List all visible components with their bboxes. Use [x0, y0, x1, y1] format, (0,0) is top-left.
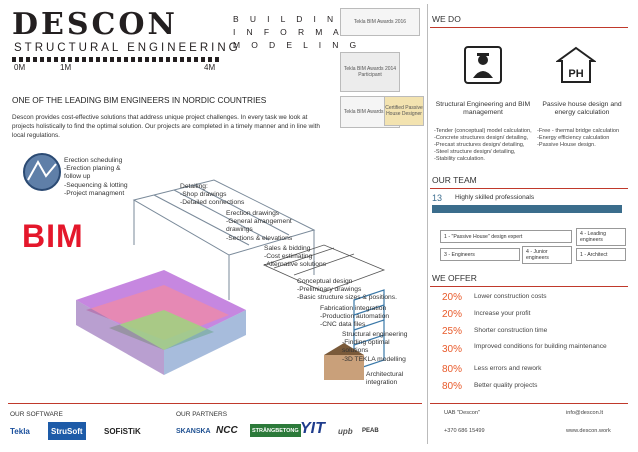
phase-structural-engineering: Structural engineering -Finding optimal …	[342, 331, 408, 363]
company-tagline: STRUCTURAL ENGINEERING	[14, 42, 241, 54]
offer-heading: WE OFFER	[430, 273, 628, 287]
scale-bar	[12, 57, 222, 62]
offer-text: Improved conditions for building mainten…	[474, 343, 607, 350]
offer-pct: 30%	[442, 344, 463, 355]
award-badge: Certified Passive House Designer	[384, 96, 424, 126]
partner-logo-peab: PEAB	[362, 428, 379, 434]
engineer-icon	[464, 46, 502, 84]
team-count: 13	[432, 193, 443, 203]
team-label: Highly skilled professionals	[455, 194, 535, 201]
team-bar	[432, 205, 622, 213]
team-member-box: 4 - Leading engineers	[576, 228, 626, 246]
team-member-label: 3 - Engineers	[444, 251, 475, 258]
service-structural-list: -Tender (conceptual) model calculation, …	[434, 128, 532, 162]
contact-web[interactable]: www.descon.work	[566, 428, 611, 434]
partners-heading: OUR PARTNERS	[176, 411, 228, 418]
software-heading: OUR SOFTWARE	[10, 411, 63, 418]
offer-pct: 80%	[442, 381, 463, 392]
team-member-label: 1 - "Passive House" design expert	[444, 233, 523, 240]
team-member-box: 1 - Architect	[576, 248, 626, 261]
offer-pct: 25%	[442, 326, 463, 337]
offer-text: Shorter construction time	[474, 327, 548, 334]
offer-text: Lower construction costs	[474, 293, 547, 300]
bim-word-modeling: M O D E L I N G	[233, 40, 361, 50]
contact-email[interactable]: info@descon.lt	[566, 410, 604, 416]
phase-architectural: Architectural integration	[366, 371, 404, 387]
award-label: Certified Passive House Designer	[385, 105, 423, 117]
we-do-heading: WE DO	[430, 14, 628, 28]
contact-divider	[430, 403, 628, 404]
contact-phone[interactable]: +370 686 15499	[444, 428, 485, 434]
award-label: Tekla BIM Awards 2016	[353, 19, 407, 25]
service-structural-title: Structural Engineering and BIM managemen…	[435, 101, 531, 116]
phase-detailing: Detailing: -Shop drawings -Detailed conn…	[180, 183, 245, 207]
footer-divider	[8, 403, 422, 404]
scale-label-0: 0M	[14, 63, 26, 72]
partner-logo-yit: YIT	[300, 420, 325, 437]
bim-word-information: I N F O R M A T I O N	[233, 27, 408, 37]
team-member-label: 4 - Junior engineers	[526, 249, 549, 261]
software-logo-sofistik: SOFiSTiK	[104, 426, 141, 436]
scale-label-1: 1M	[60, 63, 72, 72]
phase-erection-scheduling: Erection scheduling -Erection planing & …	[64, 157, 128, 197]
offer-pct: 20%	[442, 309, 463, 320]
software-logo-strusoft: StruSoft	[48, 422, 86, 440]
offer-text: Less errors and rework	[474, 365, 542, 372]
scale-label-4: 4M	[204, 63, 216, 72]
award-badge: Tekla BIM Awards 2014 Participant	[340, 52, 400, 92]
partner-logo-strangbetong: STRÄNGBETONG	[250, 424, 301, 437]
service-passive-list: -Free - thermal bridge calculation -Ener…	[537, 128, 620, 148]
team-member-label: 1 - Architect	[580, 251, 608, 258]
partner-logo-upb: upb	[338, 426, 353, 436]
offer-text: Increase your profit	[474, 310, 531, 317]
company-logo: DESCON	[12, 7, 178, 42]
phase-sales-bidding: Sales & bidding -Cost estimating -Altern…	[264, 245, 327, 269]
offer-pct: 20%	[442, 292, 463, 303]
bim-word-building: B U I L D I N G	[233, 14, 356, 24]
intro-text: Descon provides cost-effective solutions…	[12, 114, 320, 139]
award-label: Tekla BIM Awards 2016	[343, 109, 397, 115]
software-logo-tekla: Tekla	[10, 426, 30, 436]
intro-title: ONE OF THE LEADING BIM ENGINEERS IN NORD…	[12, 95, 267, 105]
passive-house-icon: PH	[556, 46, 596, 83]
offer-text: Better quality projects	[474, 382, 538, 389]
award-badge: Tekla BIM Awards 2016	[340, 8, 420, 36]
partner-logo-ncc: NCC	[216, 424, 238, 436]
phase-erection-drawings: Erection drawings -General arrangement d…	[226, 210, 293, 242]
contact-company: UAB "Descon"	[444, 410, 480, 416]
partner-logo-skanska: SKANSKA	[176, 427, 211, 435]
service-passive-title: Passive house design and energy calculat…	[542, 101, 622, 116]
phase-fabrication: Fabrication integration -Production auto…	[320, 305, 390, 329]
ph-label: PH	[568, 68, 583, 80]
team-member-box: 3 - Engineers	[440, 248, 520, 261]
team-member-box: 4 - Junior engineers	[522, 246, 572, 264]
bim-model-illustration	[23, 153, 386, 380]
team-member-box: 1 - "Passive House" design expert	[440, 230, 572, 243]
phase-conceptual-design: Conceptual design -Preliminary drawings …	[297, 278, 397, 302]
team-heading: OUR TEAM	[430, 175, 628, 189]
award-label: Tekla BIM Awards 2014 Participant	[343, 66, 397, 78]
offer-pct: 80%	[442, 364, 463, 375]
team-member-label: 4 - Leading engineers	[580, 231, 606, 243]
bim-label: BIM	[22, 218, 84, 254]
column-divider	[427, 4, 428, 444]
